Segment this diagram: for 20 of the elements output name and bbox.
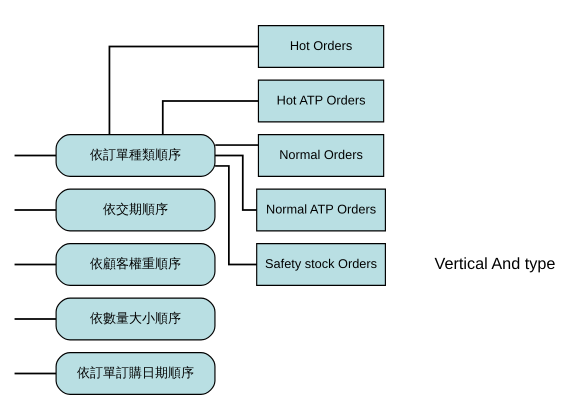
node-box: 依訂單訂購日期順序	[56, 352, 216, 394]
node-box: Hot ATP Orders	[258, 79, 384, 122]
connector	[14, 154, 56, 156]
node-box: Safety stock Orders	[256, 242, 386, 286]
connector	[215, 144, 258, 146]
connector	[14, 372, 56, 374]
node-box: Normal ATP Orders	[256, 188, 386, 231]
connector	[215, 164, 257, 265]
node-box: Hot Orders	[258, 24, 384, 68]
node-box: 依訂單種類順序	[56, 134, 216, 176]
connector	[162, 100, 258, 134]
connector	[14, 208, 56, 210]
label: Vertical And type	[434, 254, 556, 272]
node-box: 依交期順序	[56, 188, 216, 231]
connector	[108, 45, 258, 134]
node-box: Normal Orders	[258, 134, 384, 176]
node-box: 依數量大小順序	[56, 297, 216, 340]
node-box: 依顧客權重順序	[56, 242, 216, 286]
connector	[14, 263, 56, 265]
connector	[14, 318, 56, 320]
